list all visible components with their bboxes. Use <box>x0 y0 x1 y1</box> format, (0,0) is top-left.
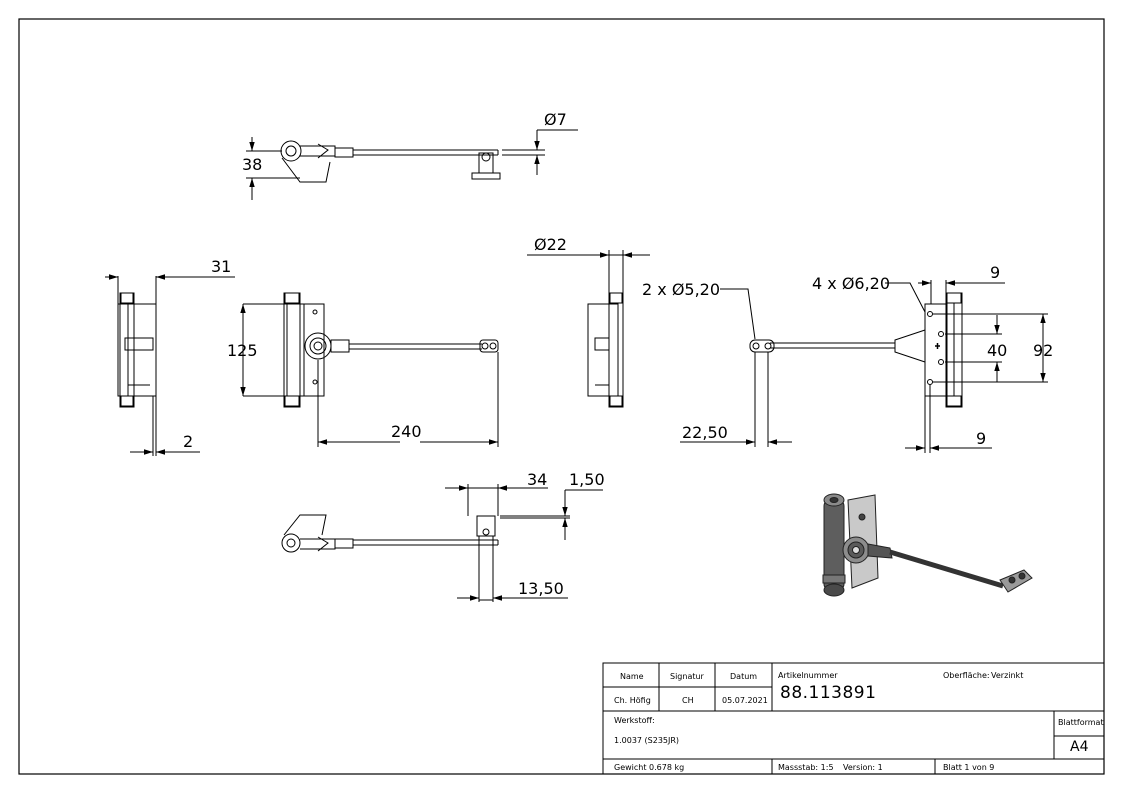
header-datum: Datum <box>730 672 758 681</box>
right-side-view <box>527 250 650 408</box>
blattformat-value: A4 <box>1070 739 1089 755</box>
dim-width-2: 2 <box>183 432 193 451</box>
value-name: Ch. Höfig <box>614 696 651 705</box>
isometric-view <box>822 493 1033 597</box>
top-view <box>246 129 578 200</box>
dim-height-92: 92 <box>1033 341 1053 360</box>
oberflaeche-label: Oberfläche: <box>943 671 990 680</box>
artikelnummer-value: 88.113891 <box>780 683 877 703</box>
left-side-view <box>105 274 235 456</box>
artikelnummer-label: Artikelnummer <box>778 671 838 680</box>
dim-thickness-1-50: 1,50 <box>569 470 605 489</box>
sheet-border <box>18 18 1105 775</box>
rear-view <box>680 280 1048 453</box>
oberflaeche-value: Verzinkt <box>991 671 1024 680</box>
werkstoff-label: Werkstoff: <box>614 716 655 725</box>
value-signatur: CH <box>682 696 694 705</box>
dim-holes-2x5-20: 2 x Ø5,20 <box>642 280 720 299</box>
dim-height-38: 38 <box>242 155 262 174</box>
blattformat-label: Blattformat <box>1058 718 1104 727</box>
header-name: Name <box>620 672 644 681</box>
bottom-view <box>281 484 603 602</box>
werkstoff-value: 1.0037 (S235JR) <box>614 736 680 745</box>
massstab: Massstab: 1:5 <box>778 763 834 772</box>
dim-diameter-22: Ø22 <box>534 235 567 254</box>
gewicht: Gewicht 0.678 kg <box>614 763 685 772</box>
dim-height-40: 40 <box>987 341 1007 360</box>
header-signatur: Signatur <box>670 672 704 681</box>
front-view <box>240 292 499 447</box>
dim-width-240: 240 <box>391 422 422 441</box>
title-block-grid <box>602 662 1105 775</box>
dim-diameter-7: Ø7 <box>544 110 567 129</box>
dim-width-13-50: 13,50 <box>518 579 564 598</box>
dim-width-31: 31 <box>211 257 231 276</box>
dim-width-22-50: 22,50 <box>682 423 728 442</box>
dim-height-125: 125 <box>227 341 258 360</box>
version: Version: 1 <box>843 763 883 772</box>
dim-holes-4x6-20: 4 x Ø6,20 <box>812 274 890 293</box>
dim-width-9-top: 9 <box>990 263 1000 282</box>
dim-width-9-bottom: 9 <box>976 429 986 448</box>
dim-width-34: 34 <box>527 470 547 489</box>
value-datum: 05.07.2021 <box>722 696 768 705</box>
blatt: Blatt 1 von 9 <box>943 763 995 772</box>
